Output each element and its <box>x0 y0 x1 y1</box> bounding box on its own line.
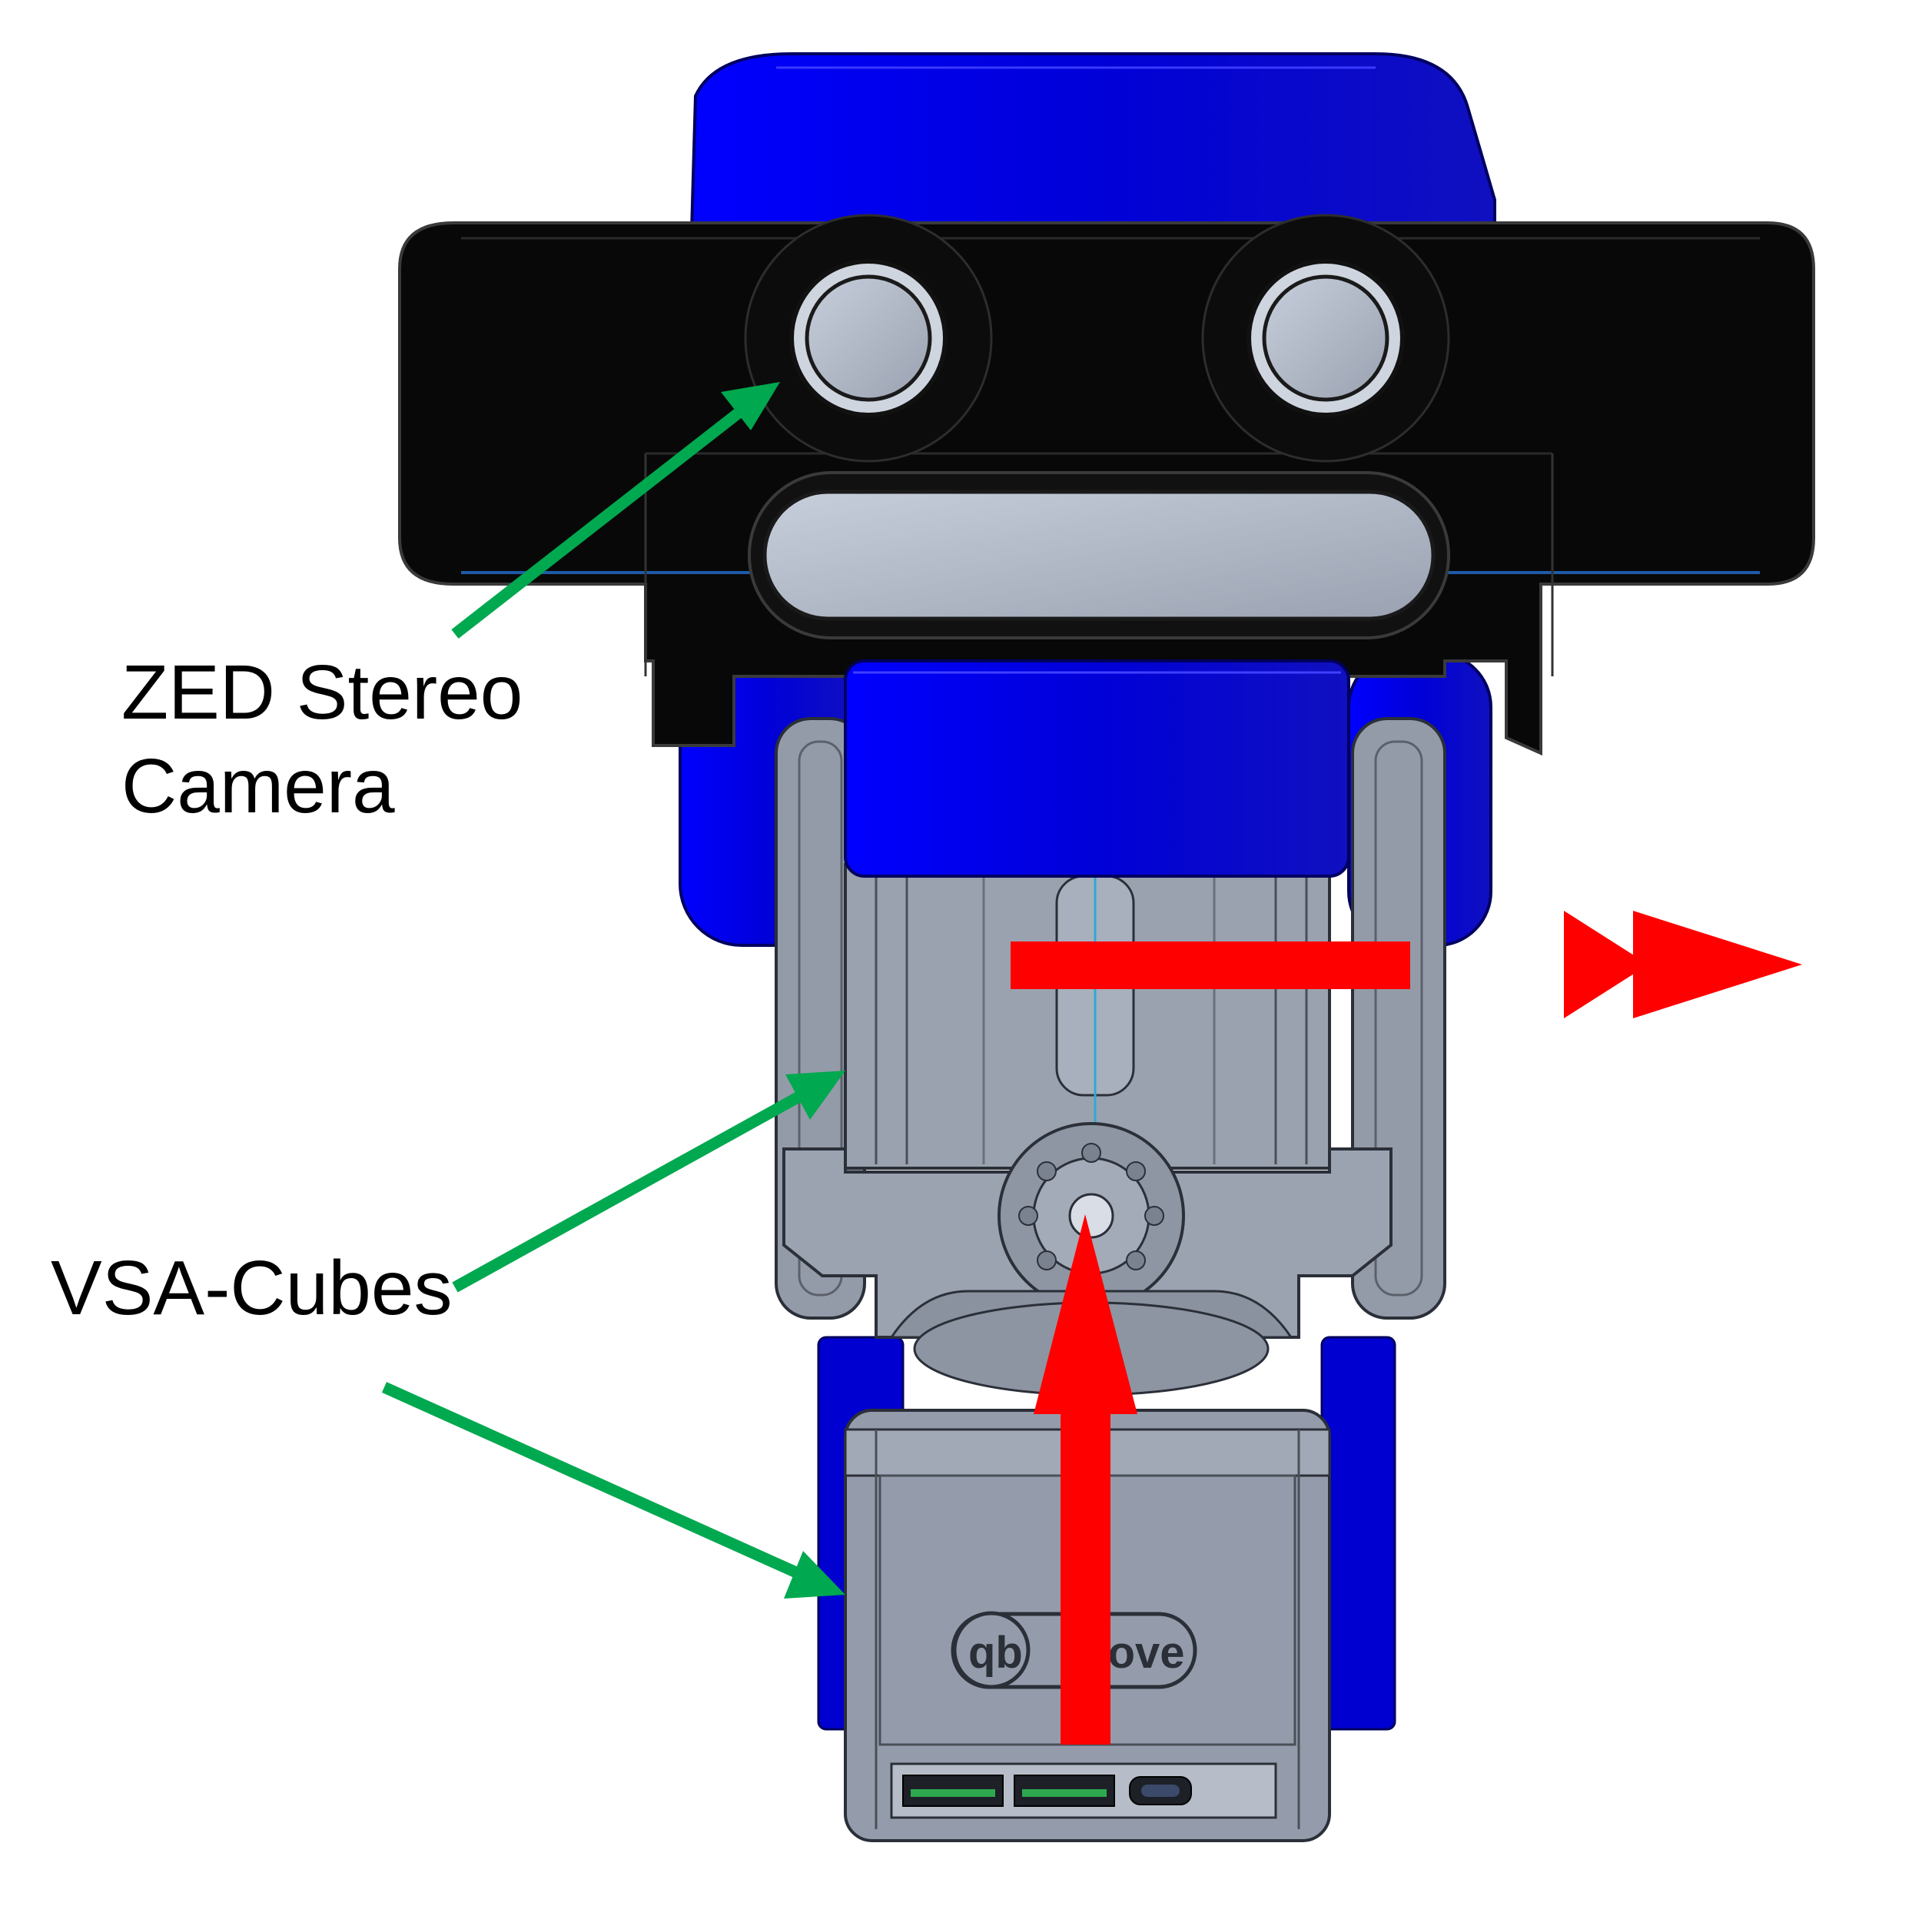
camera-lens-left <box>789 259 948 417</box>
upper-cube-pointer-arrow <box>452 1071 845 1293</box>
camera-pointer-arrow <box>451 382 780 639</box>
camera-label-line2: Camera <box>121 743 395 829</box>
zed-camera-label: ZED Stereo Camera <box>121 646 523 833</box>
rotation-axis-vertical-arrow <box>1034 1214 1137 1745</box>
camera-label-line1: ZED Stereo <box>121 649 523 736</box>
lower-cube-pointer-arrow <box>381 1382 845 1599</box>
vsa-cube-upper <box>844 863 1331 1176</box>
tilt-motor-housing <box>844 659 1350 878</box>
vsa-cubes-label: VSA-Cubes <box>51 1245 453 1331</box>
cube-logo-left: qb <box>968 1628 1023 1678</box>
camera-lens-right <box>1247 259 1405 417</box>
rotation-axis-horizontal-arrow <box>1011 911 1802 1018</box>
zed-camera-body <box>398 214 1815 756</box>
